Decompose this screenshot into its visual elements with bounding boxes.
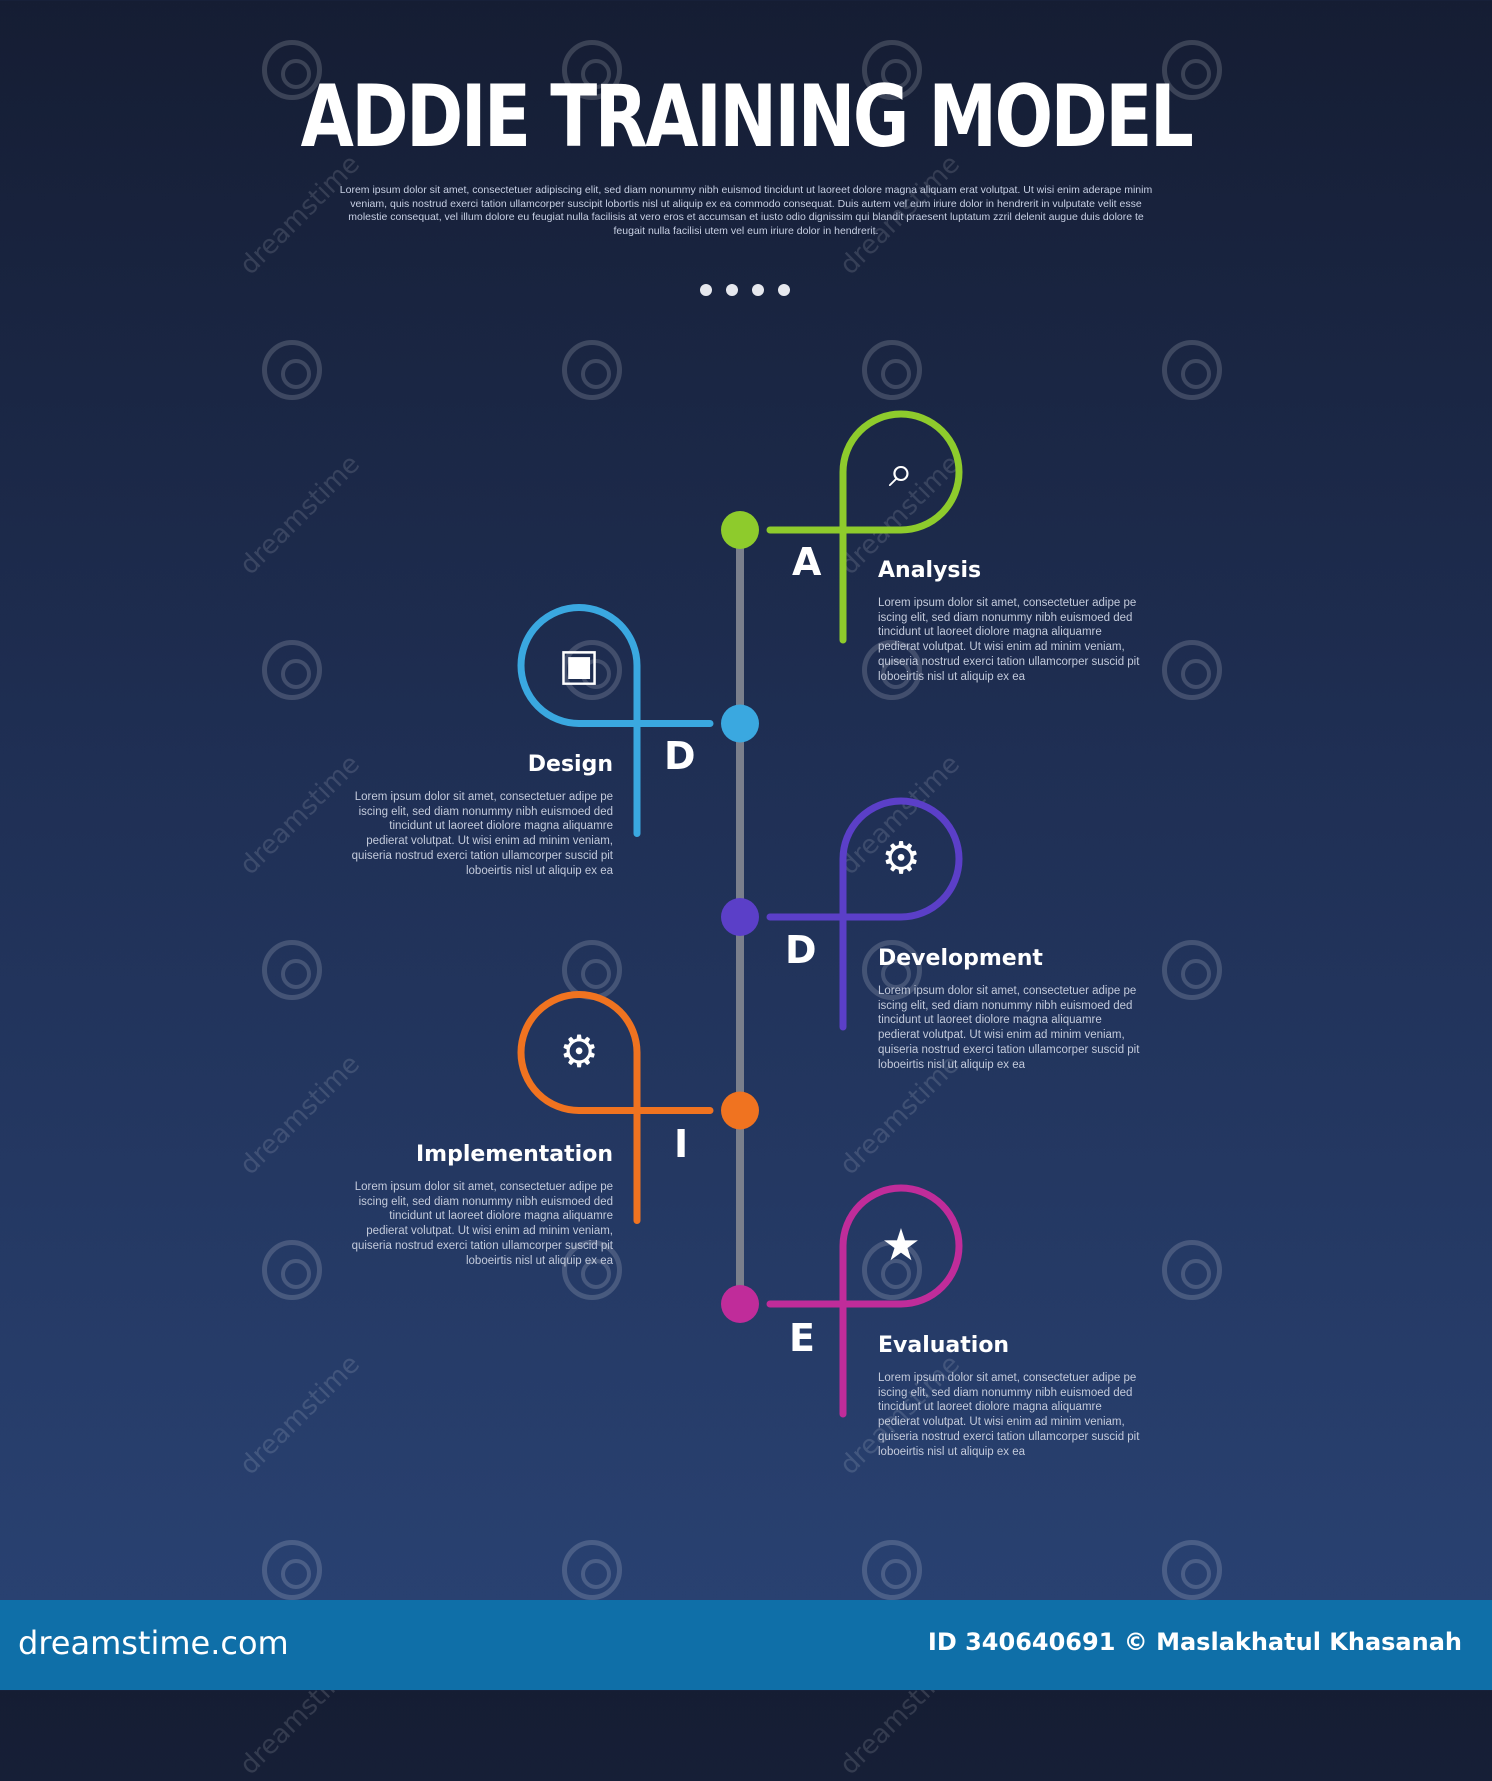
watermark-logo-icon [562, 1540, 622, 1600]
watermark-logo-icon [1162, 1540, 1222, 1600]
watermark-logo-icon [262, 940, 322, 1000]
watermark-logo-icon [862, 1540, 922, 1600]
watermark-logo-icon [862, 640, 922, 700]
stage-title-development: Development [878, 946, 1043, 971]
addie-diagram: ⌕ ▣ ⚙ ⚙ ★ [517, 410, 963, 1418]
stage-shape-development: ⚙ [721, 797, 963, 1031]
gear-refresh-icon: ⚙ [881, 833, 920, 884]
watermark-logo-icon [262, 340, 322, 400]
stage-title-evaluation: Evaluation [878, 1333, 1010, 1358]
stage-title-design: Design [527, 752, 613, 777]
stage-shape-evaluation: ★ [721, 1184, 963, 1418]
watermark-logo-icon [562, 1240, 622, 1300]
divider-dots [700, 284, 790, 296]
stage-letter-evaluation: E [789, 1316, 815, 1360]
stage-letter-analysis: A [792, 540, 822, 584]
stage-desc-analysis: Lorem ipsum dolor sit amet, consectetuer… [878, 597, 1140, 683]
intro-paragraph: Lorem ipsum dolor sit amet, consectetuer… [339, 184, 1153, 237]
stage-title-analysis: Analysis [878, 558, 982, 583]
stage-shape-design: ▣ [517, 604, 759, 837]
watermark-logo-icon [1162, 1240, 1222, 1300]
stage-desc-implementation: Lorem ipsum dolor sit amet, consectetuer… [351, 1181, 613, 1267]
watermark-logo-icon [862, 340, 922, 400]
watermark-logo-icon [1162, 340, 1222, 400]
stage-shape-analysis: ⌕ [721, 410, 963, 644]
watermark-logo-icon [1162, 640, 1222, 700]
timeline-node-5 [721, 1285, 759, 1323]
watermark-logo-icon [562, 640, 622, 700]
stage-title-implementation: Implementation [415, 1142, 613, 1167]
stage-letter-implementation: I [674, 1122, 689, 1166]
stars-gear-icon: ★ [881, 1220, 920, 1271]
cube-ruler-pencil-icon: ▣ [558, 640, 600, 691]
watermark-footer: dreamstime.com ID 340640691 © Maslakhatu… [0, 1600, 1492, 1690]
watermark-site: dreamstime.com [18, 1624, 289, 1662]
watermark-logo-icon [1162, 940, 1222, 1000]
magnifier-pulse-icon: ⌕ [889, 446, 914, 497]
watermark-credit: ID 340640691 © Maslakhatul Khasanah [927, 1628, 1462, 1656]
timeline-node-2 [721, 704, 759, 743]
watermark-logo-icon [262, 40, 322, 100]
watermark-logo-icon [262, 640, 322, 700]
stage-desc-development: Lorem ipsum dolor sit amet, consectetuer… [878, 985, 1140, 1071]
stage-shape-implementation: ⚙ [517, 991, 759, 1224]
watermark-logo-icon [862, 1240, 922, 1300]
watermark-logo-icon [1162, 40, 1222, 100]
bulb-gear-icon: ⚙ [559, 1027, 598, 1078]
stage-desc-design: Lorem ipsum dolor sit amet, consectetuer… [351, 791, 613, 877]
stage-letter-development: D [785, 928, 817, 972]
watermark-logo-icon [862, 940, 922, 1000]
watermark-logo-icon [562, 340, 622, 400]
page-title: ADDIE TRAINING MODEL [300, 67, 1194, 167]
watermark-logo-icon [562, 40, 622, 100]
watermark-logo-icon [262, 1240, 322, 1300]
timeline-node-1 [721, 511, 759, 549]
timeline-node-3 [721, 898, 759, 936]
watermark-logo-icon [262, 1540, 322, 1600]
watermark-logo-icon [862, 40, 922, 100]
timeline-node-4 [721, 1091, 759, 1130]
stage-desc-evaluation: Lorem ipsum dolor sit amet, consectetuer… [878, 1372, 1140, 1458]
stage-letter-design: D [664, 734, 696, 778]
